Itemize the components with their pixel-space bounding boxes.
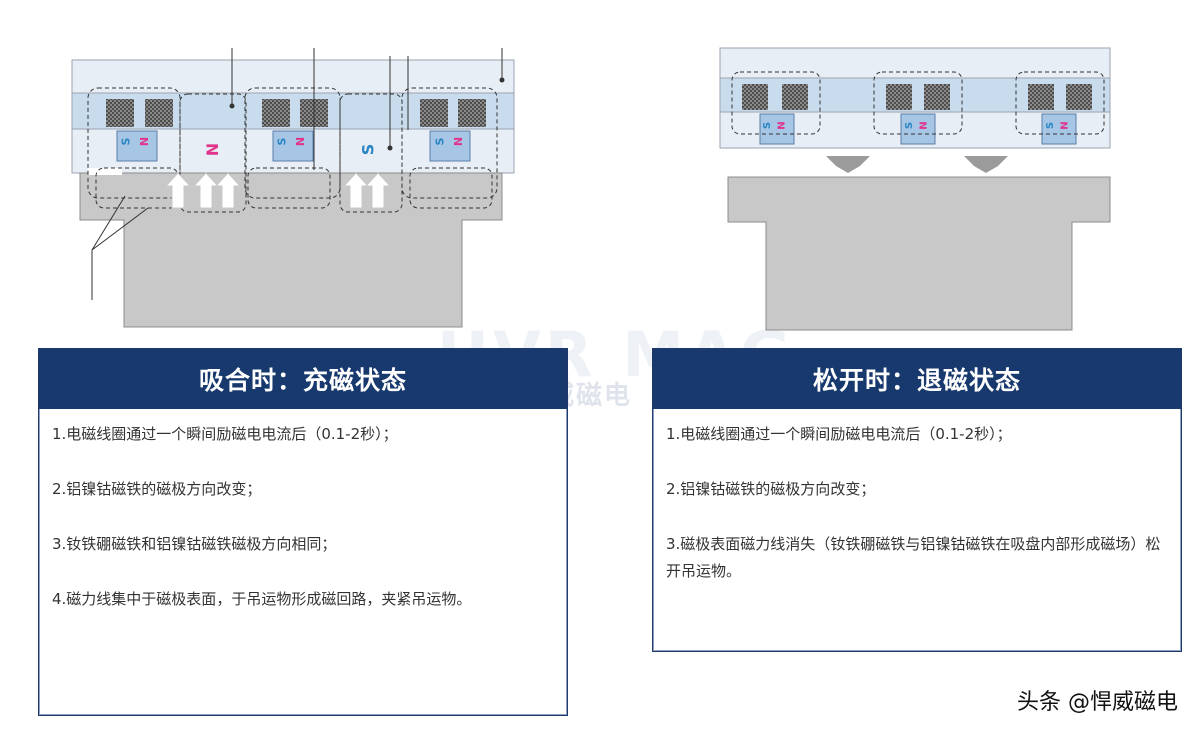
pole-label: N [203, 142, 223, 157]
list-item: 4.磁力线集中于磁极表面，于吊运物形成磁回路，夹紧吊运物。 [52, 590, 472, 608]
list-item: 3.钕铁硼磁铁和铝镍钴磁铁磁极方向相同； [52, 535, 337, 553]
list-item: 1.电磁线圈通过一个瞬间励磁电电流后（0.1-2秒）； [666, 425, 1012, 443]
magnet-label: S [762, 121, 774, 130]
coil-group-3 [1015, 71, 1105, 145]
demagnetize-panel: 松开时：退磁状态 1.电磁线圈通过一个瞬间励磁电电流后（0.1-2秒）； 2.铝… [652, 348, 1182, 652]
field-loop [339, 93, 403, 213]
coil-group-2 [873, 71, 963, 145]
release-arrows [826, 156, 1008, 173]
panel-title: 松开时：退磁状态 [653, 349, 1181, 409]
list-item: 3.磁极表面磁力线消失（钕铁硼磁铁与铝镍钴磁铁在吸盘内部形成磁场）松开吊运物。 [666, 535, 1161, 580]
panel-body: 1.电磁线圈通过一个瞬间励磁电电流后（0.1-2秒）； 2.铝镍钴磁铁的磁极方向… [39, 409, 567, 715]
coil-group-1 [731, 71, 821, 145]
source-credit: 头条 @悍威磁电 [1017, 690, 1178, 715]
panel-title: 吸合时：充磁状态 [39, 349, 567, 409]
leader-lines [91, 48, 503, 300]
magnet-label: N [776, 121, 788, 130]
list-item: 2.铝镍钴磁铁的磁极方向改变； [52, 480, 262, 498]
top-plate [719, 47, 1111, 79]
field-loop [179, 93, 247, 213]
magnet-label: S [275, 137, 289, 146]
panel-body: 1.电磁线圈通过一个瞬间励磁电电流后（0.1-2秒）； 2.铝镍钴磁铁的磁极方向… [653, 409, 1181, 651]
right-diagram [719, 47, 1111, 331]
magnet-label: N [452, 136, 466, 147]
pole-label: S [358, 143, 378, 156]
left-diagram [71, 48, 515, 328]
list-item: 1.电磁线圈通过一个瞬间励磁电电流后（0.1-2秒）； [52, 425, 398, 443]
magnet-label: S [433, 137, 447, 146]
magnet-label: N [918, 121, 930, 130]
magnet-label: S [119, 137, 133, 146]
pole-gap [88, 168, 122, 175]
workpiece [727, 176, 1111, 331]
field-loop [247, 167, 331, 209]
field-loop [409, 167, 493, 209]
field-loop [95, 167, 179, 209]
magnet-label: N [294, 136, 308, 147]
magnetize-panel: 吸合时：充磁状态 1.电磁线圈通过一个瞬间励磁电电流后（0.1-2秒）； 2.铝… [38, 348, 568, 716]
coil-group-1 [87, 87, 181, 199]
magnet-label: S [904, 121, 916, 130]
leader-dots [229, 77, 505, 151]
magnet-label: N [1059, 121, 1071, 130]
list-item: 2.铝镍钴磁铁的磁极方向改变； [666, 480, 876, 498]
workpiece [79, 172, 503, 328]
magnet-label: N [138, 136, 152, 147]
magnet-label: S [1045, 121, 1057, 130]
flux-arrows [164, 172, 392, 209]
coil-group-3 [401, 87, 498, 199]
